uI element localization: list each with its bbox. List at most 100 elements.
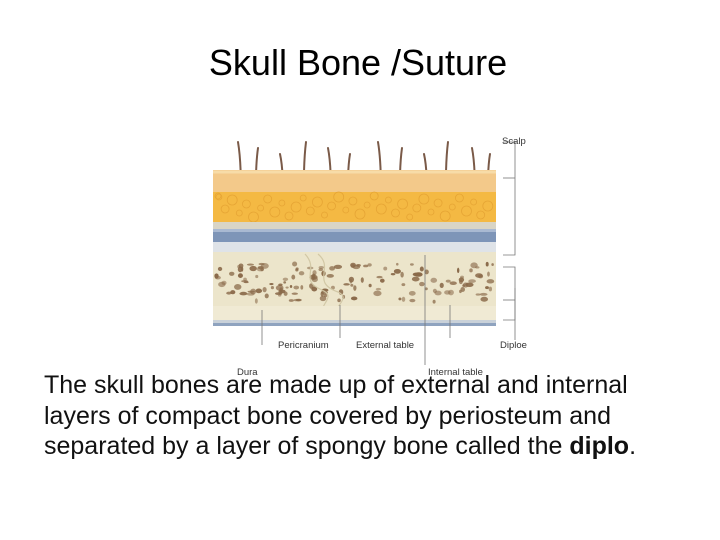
fat-cell bbox=[299, 194, 307, 202]
diploe-spot bbox=[293, 298, 301, 302]
label-brackets bbox=[503, 141, 516, 321]
diploe-spot bbox=[491, 263, 494, 266]
diploe-spot bbox=[283, 281, 287, 284]
fat-cell bbox=[235, 209, 243, 217]
diploe-spot bbox=[456, 267, 460, 274]
diploe-spot bbox=[434, 290, 442, 296]
diploe-spot bbox=[470, 262, 478, 269]
diploe-spot bbox=[462, 282, 469, 288]
diploe-spot bbox=[373, 290, 382, 297]
diploe-spot bbox=[409, 298, 416, 303]
fat-cell bbox=[369, 191, 379, 201]
diploe-spot bbox=[291, 292, 298, 295]
fat-cell bbox=[427, 208, 435, 216]
diploe-spot bbox=[291, 274, 296, 280]
fat-cell bbox=[433, 198, 443, 208]
diploe-spot bbox=[255, 288, 263, 294]
diploe-spot bbox=[485, 286, 489, 290]
fat-cell bbox=[454, 193, 464, 203]
slide-title: Skull Bone /Suture bbox=[208, 42, 508, 83]
diploe-spot bbox=[250, 288, 257, 295]
diploe-spot bbox=[411, 276, 420, 282]
fat-cell bbox=[263, 194, 273, 204]
fat-cell bbox=[305, 206, 315, 216]
diploe-spot bbox=[330, 285, 335, 290]
fat-cell bbox=[470, 198, 478, 206]
diploe-spot bbox=[486, 279, 495, 284]
diploe-spot bbox=[376, 275, 383, 279]
fat-cell bbox=[418, 193, 430, 205]
fat-layer bbox=[213, 192, 496, 222]
fat-cell bbox=[278, 199, 286, 207]
diploe-spot bbox=[292, 261, 298, 267]
scalp-layers-diagram: Scalp Pericranium External table Diploe … bbox=[210, 130, 555, 380]
diploe-spot bbox=[475, 273, 483, 278]
fat-cell bbox=[397, 198, 409, 210]
diploe-spots bbox=[214, 261, 495, 304]
diploe-spot bbox=[337, 298, 341, 303]
diploe-spot bbox=[237, 273, 243, 278]
fat-cell bbox=[391, 208, 400, 218]
fat-cell bbox=[412, 203, 422, 213]
fat-cell bbox=[482, 200, 494, 212]
diploe-spot bbox=[419, 266, 424, 272]
fat-cell bbox=[220, 204, 230, 214]
dura-blue bbox=[213, 323, 496, 326]
fat-cell bbox=[448, 203, 456, 211]
diploe-spot bbox=[255, 274, 259, 279]
diploe-spot bbox=[469, 268, 473, 273]
diploe-spot bbox=[390, 273, 396, 276]
diploe-spot bbox=[229, 271, 235, 276]
label-external-table: External table bbox=[356, 340, 415, 351]
leader-lines bbox=[261, 255, 516, 365]
fat-cell bbox=[333, 191, 345, 203]
fat-cell bbox=[312, 196, 323, 208]
diploe-spot bbox=[318, 268, 324, 272]
diploe-spot bbox=[333, 264, 343, 269]
diploe-spot bbox=[393, 268, 401, 274]
diploe-spot bbox=[275, 284, 284, 291]
fat-cell bbox=[406, 213, 414, 221]
diploe-spot bbox=[424, 287, 428, 291]
diploe-spot bbox=[379, 278, 385, 283]
diploe-spot bbox=[475, 293, 481, 296]
diploe-spot bbox=[409, 263, 414, 266]
fat-cell bbox=[269, 206, 281, 218]
diploe-spot bbox=[319, 295, 327, 302]
diploe-spot bbox=[396, 262, 399, 266]
diploe-spot bbox=[439, 282, 444, 288]
diploe-spot bbox=[249, 265, 257, 272]
diploe-spot bbox=[264, 293, 269, 299]
fat-cell bbox=[257, 204, 264, 212]
diploe-spot bbox=[419, 281, 425, 287]
fat-cell bbox=[342, 206, 350, 214]
diploe-spot bbox=[329, 266, 336, 271]
diploe-spot bbox=[279, 289, 286, 294]
diploe-spot bbox=[356, 263, 361, 267]
fat-cell bbox=[290, 201, 302, 213]
diploe-spot bbox=[234, 284, 242, 290]
body-text-end: . bbox=[629, 432, 637, 460]
body-bold-term: diplo bbox=[569, 432, 630, 460]
diploe-spot bbox=[479, 292, 488, 296]
fat-cell bbox=[384, 196, 392, 204]
diploe-spot bbox=[226, 291, 232, 295]
fat-cell bbox=[214, 192, 222, 200]
diploe-spot bbox=[256, 266, 265, 272]
diploe-spot bbox=[367, 263, 372, 267]
loose-layer bbox=[213, 242, 496, 252]
diploe-spot bbox=[326, 273, 334, 278]
fat-cell bbox=[215, 193, 223, 201]
diploe-spot bbox=[432, 299, 436, 304]
diploe-spot bbox=[295, 268, 299, 272]
diploe-spot bbox=[468, 279, 476, 283]
fat-cell bbox=[461, 205, 472, 217]
diploe-spot bbox=[270, 285, 274, 290]
fat-cell bbox=[284, 211, 294, 221]
diploe-spot bbox=[375, 287, 382, 291]
diploe-spot bbox=[282, 277, 289, 281]
fat-cell bbox=[327, 201, 336, 211]
diploe-spot bbox=[444, 290, 451, 295]
diploe-spot bbox=[214, 273, 219, 279]
scalp-cross-section bbox=[213, 141, 516, 365]
